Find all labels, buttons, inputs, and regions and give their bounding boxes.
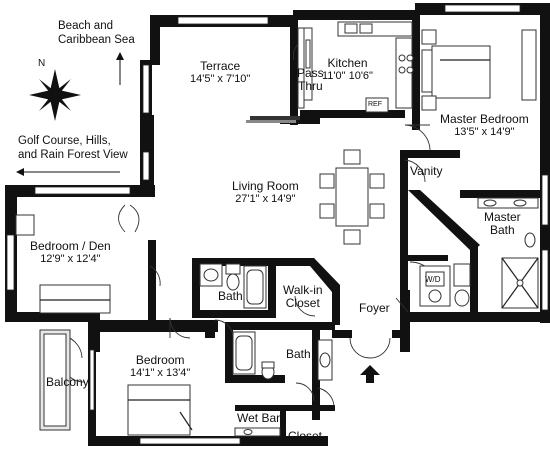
terrace-label: Terrace 14'5" x 7'10" bbox=[190, 59, 251, 86]
washer-dryer-label: W/D bbox=[425, 275, 441, 284]
west-view-arrow-icon bbox=[16, 168, 120, 176]
bath-1-label: Bath bbox=[218, 289, 243, 303]
wet-bar-label: Wet Bar bbox=[237, 411, 281, 425]
den-bed bbox=[15, 214, 111, 314]
master-bath-fixtures bbox=[453, 197, 539, 309]
north-view-arrow-icon bbox=[116, 52, 124, 85]
bath2-fixtures bbox=[232, 331, 333, 381]
master-bedroom-label: Master Bedroom 13'5" x 14'9" bbox=[440, 112, 529, 139]
bedroom-bed bbox=[127, 384, 193, 436]
washer-dryer bbox=[419, 265, 451, 307]
compass-north-letter: N bbox=[38, 58, 46, 69]
entry-arrow-icon bbox=[360, 365, 380, 383]
master-bed bbox=[421, 29, 537, 111]
master-bath-label: Master Bath bbox=[484, 210, 521, 238]
refrigerator-label: REF bbox=[368, 101, 382, 108]
wet-bar-counter bbox=[234, 427, 281, 437]
foyer-label: Foyer bbox=[359, 301, 390, 315]
living-room-label: Living Room 27'1" x 14'9" bbox=[232, 179, 299, 206]
kitchen-label: Kitchen 11'0" 10'6" bbox=[322, 56, 373, 83]
vanity-label: Vanity bbox=[410, 164, 443, 178]
bedroom-den-label: Bedroom / Den 12'9" x 12'4" bbox=[30, 239, 111, 266]
view-north-label: Beach and Caribbean Sea bbox=[58, 20, 135, 47]
view-west-label: Golf Course, Hills, and Rain Forest View bbox=[18, 135, 128, 162]
bedroom-label: Bedroom 14'1" x 13'4" bbox=[130, 353, 191, 380]
balcony-label: Balcony bbox=[46, 375, 89, 389]
walk-in-closet-label: Walk-in Closet bbox=[283, 283, 323, 311]
bath1-fixtures bbox=[199, 263, 267, 309]
interior-walls bbox=[148, 10, 540, 445]
pass-thru-label: Pass Thru bbox=[297, 66, 324, 94]
windows bbox=[6, 4, 549, 445]
bath-2-label: Bath bbox=[286, 347, 311, 361]
closet-label: Closet bbox=[288, 429, 323, 443]
compass-icon bbox=[29, 69, 81, 121]
terrace-slider bbox=[246, 116, 300, 123]
dining-set bbox=[319, 149, 385, 245]
doors bbox=[57, 39, 439, 407]
